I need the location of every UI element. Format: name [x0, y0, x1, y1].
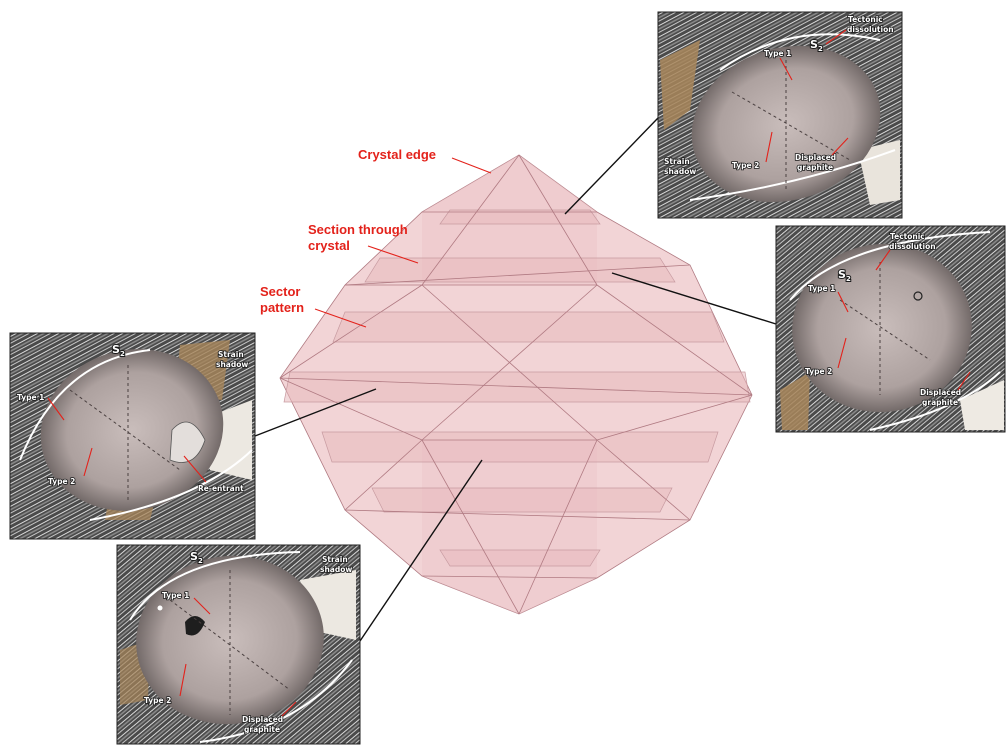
type1-label: Type 1 [162, 591, 189, 600]
section-band [372, 488, 672, 512]
section-band [333, 312, 724, 342]
strain-label-line2: shadow [216, 360, 248, 369]
micrograph-middle-right: S2 Tectonic dissolution Type 1 Type 2 Di… [776, 226, 1005, 432]
section-label-line2: crystal [308, 238, 350, 253]
sector-label-line1: Sector [260, 284, 300, 299]
type1-label: Type 1 [17, 393, 44, 402]
displaced-label-line1: Displaced [920, 388, 961, 397]
displaced-label-line2: graphite [797, 163, 833, 172]
strain-label-line1: Strain [664, 157, 690, 166]
crystal-edge-pointer [452, 158, 491, 173]
displaced-label-line1: Displaced [795, 153, 836, 162]
tectonic-label-line1: Tectonic [848, 15, 883, 24]
strain-label-line1: Strain [322, 555, 348, 564]
sector-label-line2: pattern [260, 300, 304, 315]
tectonic-label-line2: dissolution [889, 242, 936, 251]
type1-label: Type 1 [808, 284, 835, 293]
crystal-face-lower [422, 440, 597, 614]
tectonic-label-line1: Tectonic [890, 232, 925, 241]
micrograph-bottom-left: S2 Strain shadow Type 1 Type 2 Displaced… [117, 544, 360, 744]
type2-label: Type 2 [805, 367, 832, 376]
strain-label-line1: Strain [218, 350, 244, 359]
section-band [440, 550, 600, 566]
displaced-label-line2: graphite [922, 398, 958, 407]
connector-top-right [565, 118, 658, 214]
strain-label-line2: shadow [320, 565, 352, 574]
displaced-label-line1: Displaced [242, 715, 283, 724]
type2-label: Type 2 [48, 477, 75, 486]
type1-label: Type 1 [764, 49, 791, 58]
displaced-label-line2: graphite [244, 725, 280, 734]
micrograph-middle-left: S2 Strain shadow Type 1 Type 2 Re-entran… [10, 329, 255, 539]
type2-label: Type 2 [144, 696, 171, 705]
strain-label-line2: shadow [664, 167, 696, 176]
type2-label: Type 2 [732, 161, 759, 170]
section-label-line1: Section through [308, 222, 408, 237]
micrograph-top-right: S2 Tectonic dissolution Type 1 Type 2 St… [658, 12, 902, 226]
section-band [322, 432, 718, 462]
tectonic-label-line2: dissolution [847, 25, 894, 34]
reentrant-label: Re-entrant [198, 484, 244, 493]
crystal-edge-label: Crystal edge [358, 147, 436, 162]
